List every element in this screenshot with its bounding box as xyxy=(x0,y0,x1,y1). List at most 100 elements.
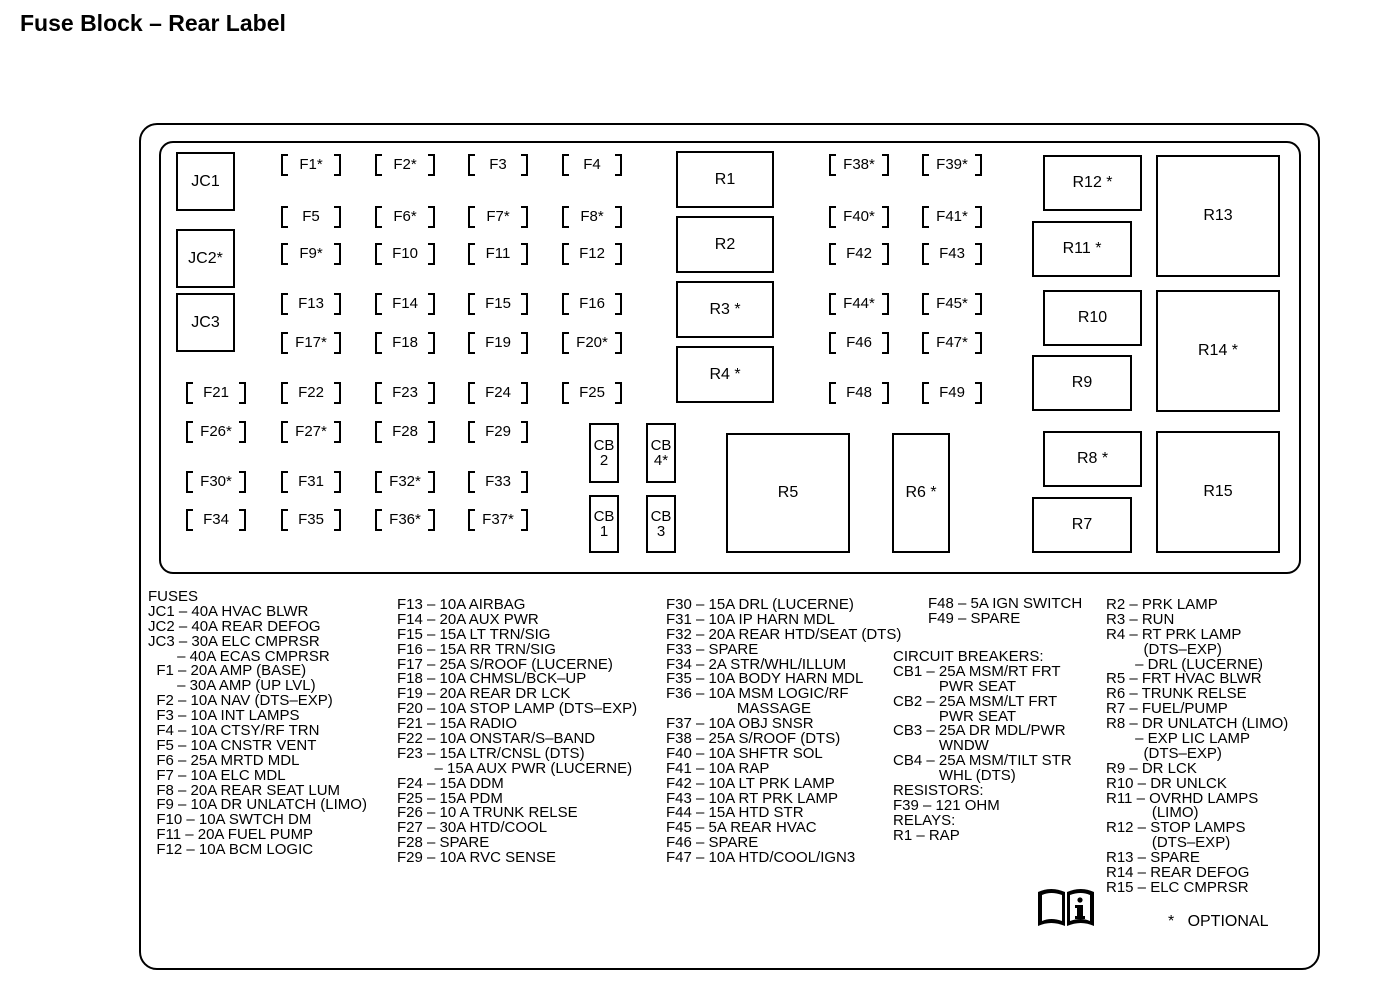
fuse-f39: F39* xyxy=(922,154,982,176)
legend-line: R9 – DR LCK xyxy=(1106,759,1197,777)
legend-line: F3 – 10A INT LAMPS xyxy=(148,707,300,725)
fuse-f19: F19 xyxy=(468,332,528,354)
legend-line: F7 – 10A ELC MDL xyxy=(148,766,286,784)
legend-line: F17 – 25A S/ROOF (LUCERNE) xyxy=(397,655,613,673)
fuse-f41: F41* xyxy=(922,206,982,228)
fuse-f40: F40* xyxy=(829,206,889,228)
legend-line: F14 – 20A AUX PWR xyxy=(397,610,539,628)
fuse-f14: F14 xyxy=(375,293,435,315)
fuse-f48: F48 xyxy=(829,382,889,404)
legend-line: CB1 – 25A MSM/RT FRT xyxy=(893,662,1061,680)
fuse-f46: F46 xyxy=(829,332,889,354)
relay-r9: R9 xyxy=(1032,355,1132,411)
legend-line: R13 – SPARE xyxy=(1106,849,1200,867)
fuse-f11: F11 xyxy=(468,243,528,265)
fuse-f12: F12 xyxy=(562,243,622,265)
fuse-f13: F13 xyxy=(281,293,341,315)
fuse-block-diagram xyxy=(159,141,1301,574)
jc2-box: JC2* xyxy=(176,229,235,288)
legend-line: R14 – REAR DEFOG xyxy=(1106,864,1250,882)
fuse-f49: F49 xyxy=(922,382,982,404)
legend-line: RELAYS: xyxy=(893,811,956,829)
fuse-f27: F27* xyxy=(281,421,341,443)
relay-r6: R6 * xyxy=(892,433,950,553)
legend-line: F8 – 20A REAR SEAT LUM xyxy=(148,781,341,799)
fuse-f15: F15 xyxy=(468,293,528,315)
legend-line: WHL (DTS) xyxy=(893,767,1016,785)
legend-line: F28 – SPARE xyxy=(397,834,490,852)
legend-line: F16 – 15A RR TRN/SIG xyxy=(397,640,556,658)
fuse-f37: F37* xyxy=(468,509,528,531)
legend-line: F18 – 10A CHMSL/BCK–UP xyxy=(397,670,587,688)
legend-line: F47 – 10A HTD/COOL/IGN3 xyxy=(666,849,856,867)
fuse-f3: F3 xyxy=(468,154,528,176)
fuse-f31: F31 xyxy=(281,471,341,493)
legend-line: F1 – 20A AMP (BASE) xyxy=(148,662,307,680)
legend-line: (DTS–EXP) xyxy=(1106,744,1222,762)
legend-line: F29 – 10A RVC SENSE xyxy=(397,849,556,867)
fuse-f1: F1* xyxy=(281,154,341,176)
legend-line: WNDW xyxy=(893,737,989,755)
legend-column-3: F30 – 15A DRL (LUCERNE)F31 – 10A IP HARN… xyxy=(666,597,901,867)
legend-line: RESISTORS: xyxy=(893,782,984,800)
legend-line: R8 – DR UNLATCH (LIMO) xyxy=(1106,715,1289,733)
legend-line: F35 – 10A BODY HARN MDL xyxy=(666,670,864,688)
fuse-f6: F6* xyxy=(375,206,435,228)
jc3-box: JC3 xyxy=(176,293,235,352)
legend-line: – 15A AUX PWR (LUCERNE) xyxy=(397,759,633,777)
relay-r1: R1 xyxy=(676,151,774,208)
relay-r3: R3 * xyxy=(676,281,774,338)
fuse-f30: F30* xyxy=(186,471,246,493)
fuse-f9: F9* xyxy=(281,243,341,265)
fuse-f29: F29 xyxy=(468,421,528,443)
relay-r5: R5 xyxy=(726,433,850,553)
legend-line: F43 – 10A RT PRK LAMP xyxy=(666,789,839,807)
legend-line: R11 – OVRHD LAMPS xyxy=(1106,789,1259,807)
legend-line: F5 – 10A CNSTR VENT xyxy=(148,736,317,754)
legend-line: CIRCUIT BREAKERS: xyxy=(893,648,1044,665)
fuse-f7: F7* xyxy=(468,206,528,228)
relay-r15: R15 xyxy=(1156,431,1280,553)
relay-r8: R8 * xyxy=(1043,431,1142,487)
legend-line: R2 – PRK LAMP xyxy=(1106,596,1218,613)
legend-line: F24 – 15A DDM xyxy=(397,774,504,792)
legend-line: (DTS–EXP) xyxy=(1106,834,1231,852)
breaker-cb1: CB 1 xyxy=(589,495,619,553)
legend-line: F34 – 2A STR/WHL/ILLUM xyxy=(666,655,847,673)
fuse-f36: F36* xyxy=(375,509,435,531)
label-outer-border xyxy=(139,123,1320,970)
fuse-f26: F26* xyxy=(186,421,246,443)
fuse-f2: F2* xyxy=(375,154,435,176)
legend-line: CB3 – 25A DR MDL/PWR xyxy=(893,722,1066,740)
legend-line: F2 – 10A NAV (DTS–EXP) xyxy=(148,692,333,710)
fuse-f28: F28 xyxy=(375,421,435,443)
legend-line: F49 – SPARE xyxy=(928,609,1021,627)
legend-line: R4 – RT PRK LAMP xyxy=(1106,625,1242,643)
legend-line: F27 – 30A HTD/COOL xyxy=(397,819,548,837)
fuse-f21: F21 xyxy=(186,382,246,404)
fuse-f4: F4 xyxy=(562,154,622,176)
legend-line: F33 – SPARE xyxy=(666,640,759,658)
legend-line: F15 – 15A LT TRN/SIG xyxy=(397,625,551,643)
fuse-f22: F22 xyxy=(281,382,341,404)
fuse-f38: F38* xyxy=(829,154,889,176)
legend-line: CB4 – 25A MSM/TILT STR xyxy=(893,752,1072,770)
legend-line: F48 – 5A IGN SWITCH xyxy=(928,595,1083,612)
fuse-f34: F34 xyxy=(186,509,246,531)
relay-r12: R12 * xyxy=(1043,155,1142,211)
legend-line: F20 – 10A STOP LAMP (DTS–EXP) xyxy=(397,700,638,718)
fuse-f20: F20* xyxy=(562,332,622,354)
legend-line: – 40A ECAS CMPRSR xyxy=(148,647,330,665)
breaker-cb3: CB 3 xyxy=(646,495,676,553)
legend-line: JC2 – 40A REAR DEFOG xyxy=(148,617,321,635)
legend-line: – EXP LIC LAMP xyxy=(1106,730,1250,748)
relay-r7: R7 xyxy=(1032,497,1132,553)
legend-line: PWR SEAT xyxy=(893,707,1017,725)
legend-line: R5 – FRT HVAC BLWR xyxy=(1106,670,1262,688)
legend-line: F11 – 20A FUEL PUMP xyxy=(148,826,314,844)
legend-line: F44 – 15A HTD STR xyxy=(666,804,804,822)
fuse-f43: F43 xyxy=(922,243,982,265)
